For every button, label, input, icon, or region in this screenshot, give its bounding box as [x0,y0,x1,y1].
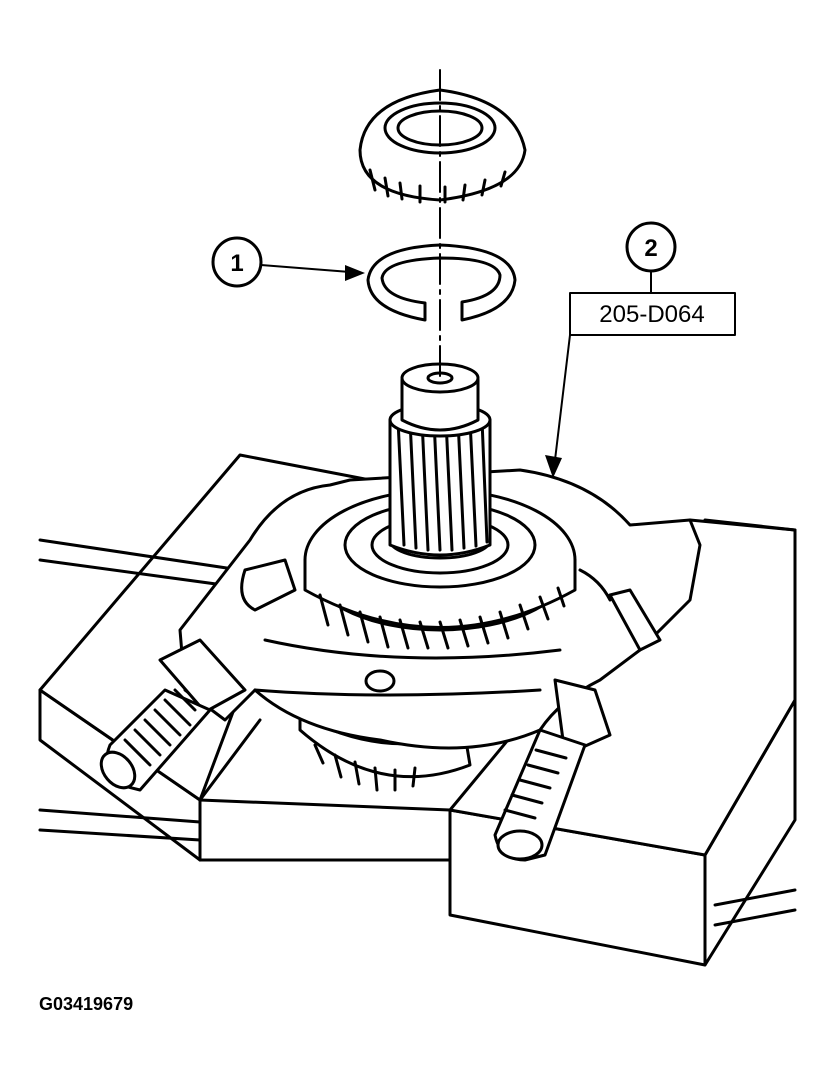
callout-2 [545,221,736,478]
puller-screw-right [493,678,612,862]
splined-shaft [388,362,492,557]
tool-number-label: 205-D064 [599,301,704,328]
callout-1-number: 1 [230,250,243,277]
bench-surface-lines [38,808,202,842]
main-gear [303,488,577,650]
puller-side-rods [240,558,662,652]
figure-id-label: G03419679 [39,994,133,1014]
callout-1 [211,236,365,288]
puller-screw-left [99,638,247,792]
callout-2-number: 2 [644,235,657,262]
roller-bearing [358,88,527,204]
snap-ring [366,243,517,322]
